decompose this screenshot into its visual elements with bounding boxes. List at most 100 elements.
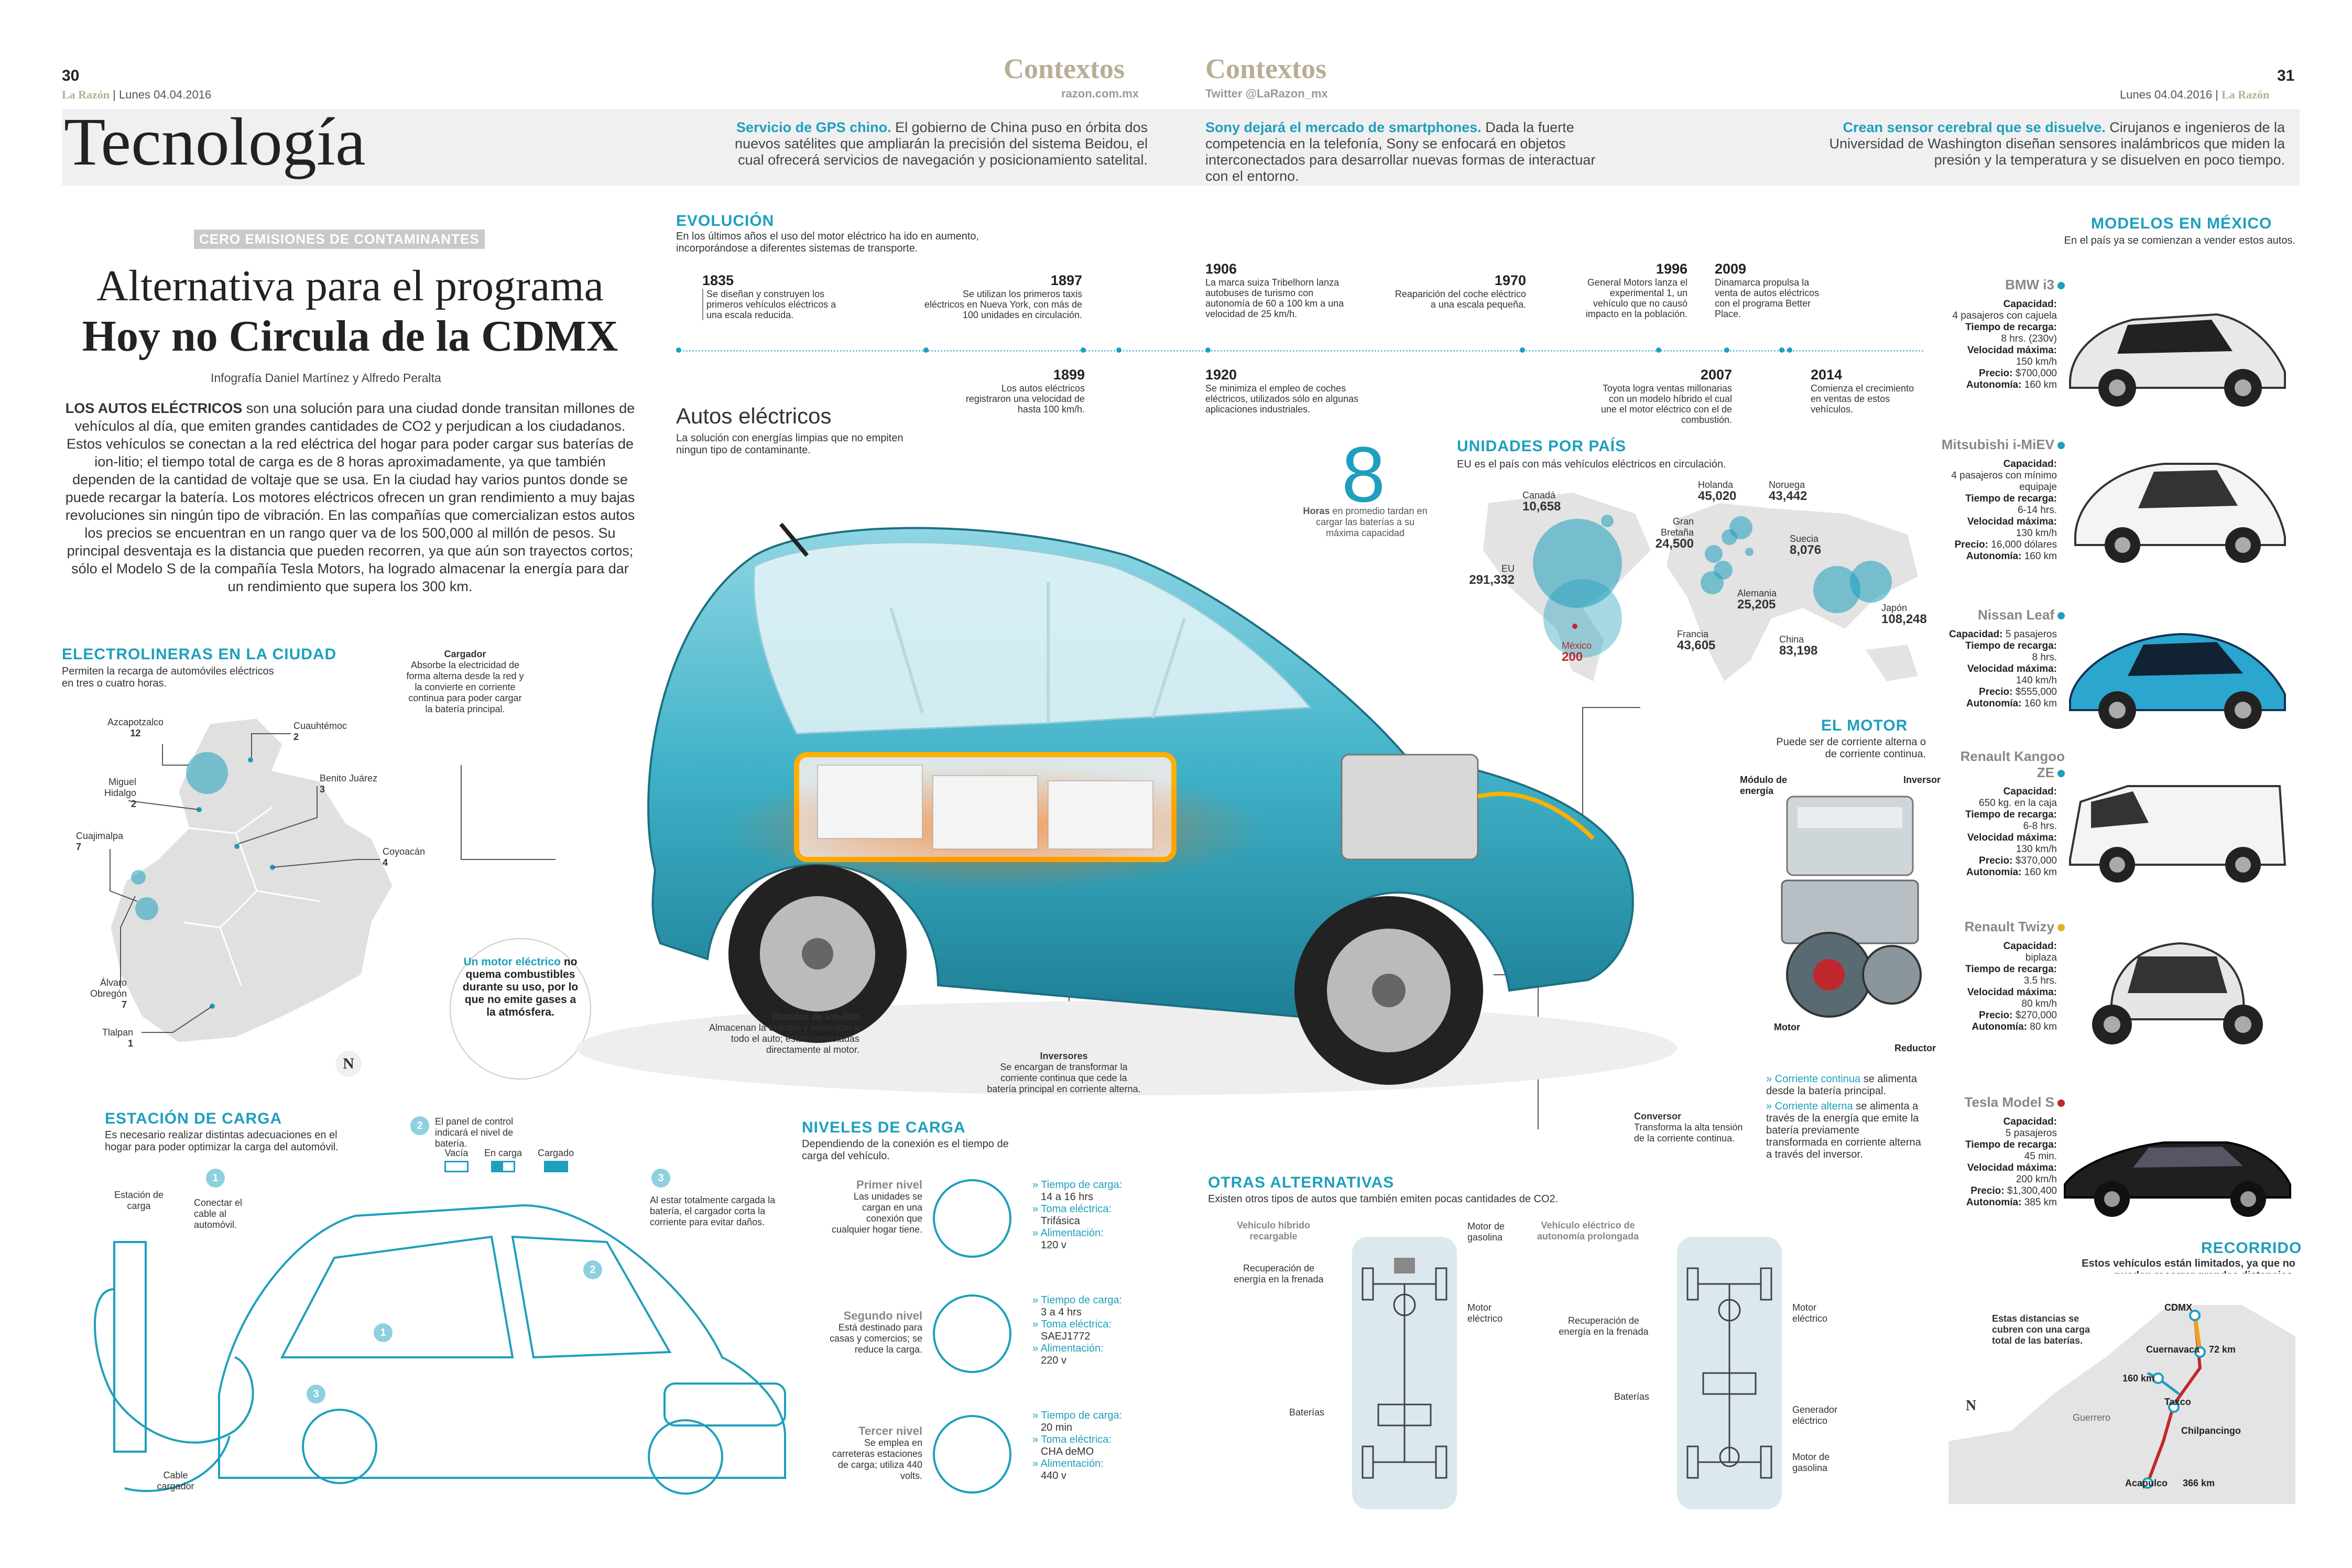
district-count: 7 [121, 999, 127, 1010]
spec-key: Autonomía: [1966, 1197, 2022, 1208]
model-dot-icon [2057, 1099, 2065, 1107]
twitter-link[interactable]: Twitter @LaRazon_mx [1205, 87, 1328, 100]
cable-label: Cable cargador [157, 1470, 194, 1491]
event-year: 1906 [1205, 261, 1237, 277]
hibrido-motor-el: Motor eléctrico [1467, 1302, 1503, 1324]
model-bmw-i3: BMW i3 Capacidad:4 pasajeros con cajuela… [1939, 273, 2295, 430]
model-name-row: Tesla Model S [1965, 1094, 2065, 1110]
timeline-dot [676, 347, 681, 353]
place-cdmx: CDMX [2164, 1302, 2192, 1313]
place-taxco: Taxco [2164, 1397, 2191, 1407]
nivel-desc: Está destinado para casas y comercios; s… [829, 1322, 922, 1355]
battery-label: Vacía [444, 1148, 469, 1158]
place-guerrero: Guerrero [2073, 1412, 2111, 1423]
spec-val: 8 hrs. (230v) [2001, 333, 2057, 344]
j1772-connector-icon [933, 1294, 1011, 1373]
page-number-right: 31 [2277, 67, 2295, 84]
motor-callout-title: Un motor eléctrico [463, 956, 561, 968]
country-name: Canadá [1522, 490, 1556, 500]
bubble-mexico [1572, 624, 1577, 629]
step-badge-3-car: 3 [307, 1385, 325, 1403]
bubble-gran-bretana [1705, 545, 1723, 563]
nivel-name: Segundo nivel [843, 1309, 922, 1322]
news-title: Sony dejará el mercado de smartphones. [1205, 119, 1482, 135]
contextos-left: Contextos [1004, 53, 1125, 84]
spec-val: 8 hrs. [2032, 652, 2057, 663]
evolucion-title: EVOLUCIÓN [676, 212, 775, 230]
country-name: Francia [1677, 629, 1709, 639]
niveles-title: NIVELES DE CARGA [802, 1119, 966, 1136]
model-name-row: Nissan Leaf [1978, 607, 2065, 623]
spec-key: Capacidad: [2003, 786, 2057, 797]
spec-key: Capacidad: [2003, 459, 2057, 470]
page-number-left: 30 [62, 67, 80, 84]
electric-car-illustration [576, 522, 1677, 1095]
spec-key: Capacidad: [2003, 299, 2057, 310]
nivel-k3: » Alimentación: [1032, 1227, 1104, 1239]
distance-160km: 160 km [2122, 1373, 2155, 1384]
nivel-desc: Se emplea en carreteras estaciones de ca… [832, 1438, 922, 1481]
hibrido-baterias: Baterías [1289, 1407, 1325, 1418]
spec-key: Autonomía: [1966, 551, 2022, 562]
timeline-dot [1656, 347, 1661, 353]
event-text: Se diseñan y construyen los primeros veh… [702, 289, 844, 320]
model-name: Tesla Model S [1964, 1094, 2054, 1110]
bubble-japon [1850, 561, 1892, 603]
district-count: 7 [76, 842, 82, 852]
hibrido-motor-gas: Motor de gasolina [1467, 1221, 1505, 1243]
bubble-azcapotzalco [186, 752, 228, 794]
timeline-dot [1205, 347, 1211, 353]
unidades-subtitle: EU es el país con más vehículos eléctric… [1457, 459, 1726, 470]
country-value: 43,605 [1677, 638, 1716, 652]
district-count: 2 [130, 799, 136, 809]
model-mitsubishi-imiev: Mitsubishi i-MiEV Capacidad:4 pasajeros … [1939, 432, 2295, 590]
event-year: 2014 [1811, 367, 1843, 383]
motor-label-modulo: Módulo de energía [1740, 775, 1787, 796]
bubble-eu [1533, 519, 1622, 608]
spec-key: Velocidad máxima: [1967, 1162, 2057, 1173]
electrolineras-title: ELECTROLINERAS EN LA CIUDAD [62, 646, 337, 663]
spec-key: Tiempo de recarga: [1965, 1139, 2057, 1150]
model-name: Nissan Leaf [1978, 607, 2054, 623]
model-dot-icon [2057, 924, 2065, 932]
nivel-v2: Trifásica [1041, 1215, 1080, 1227]
nivel-k2: » Toma eléctrica: [1032, 1434, 1112, 1445]
news-text: Cirujanos e ingenieros de la Universidad… [1829, 119, 2285, 168]
country-value: 24,500 [1655, 537, 1694, 551]
spec-key: Capacidad: [2003, 941, 2057, 952]
nivel-v1: 14 a 16 hrs [1041, 1191, 1094, 1203]
estacion-label: Estación de carga [114, 1190, 164, 1211]
label-conversor-title: Conversor [1634, 1111, 1682, 1121]
motor-callout: Un motor eléctrico no quema combustibles… [450, 938, 591, 1080]
model-renault-kangoo: Renault Kangoo ZE Capacidad:650 kg. en l… [1939, 744, 2295, 901]
motor-callout-text: no quema combustibles durante su uso, po… [462, 956, 579, 1018]
district-name: Cuajimalpa [76, 831, 124, 841]
country-value: 43,442 [1769, 489, 1807, 503]
spec-val: 160 km [2024, 867, 2057, 878]
label-conversor-text: Transforma la alta tensión de la corrien… [1634, 1122, 1743, 1144]
spec-val: 80 km/h [2021, 998, 2057, 1009]
article-body: LOS AUTOS ELÉCTRICOS son una solución pa… [62, 399, 638, 595]
spec-key: Autonomía: [1966, 698, 2022, 709]
hibrido-recuperacion: Recuperación de energía en la frenada [1234, 1263, 1324, 1284]
spec-val: $700,000 [2015, 368, 2057, 379]
site-link[interactable]: razon.com.mx [1061, 87, 1139, 100]
news-item-sony: Sony dejará el mercado de smartphones. D… [1205, 119, 1614, 184]
district-count: 3 [320, 784, 325, 794]
hibrido-title: Vehículo híbrido recargable [1236, 1220, 1310, 1242]
event-year: 1920 [1205, 367, 1237, 383]
spec-val: $370,000 [2015, 855, 2057, 866]
